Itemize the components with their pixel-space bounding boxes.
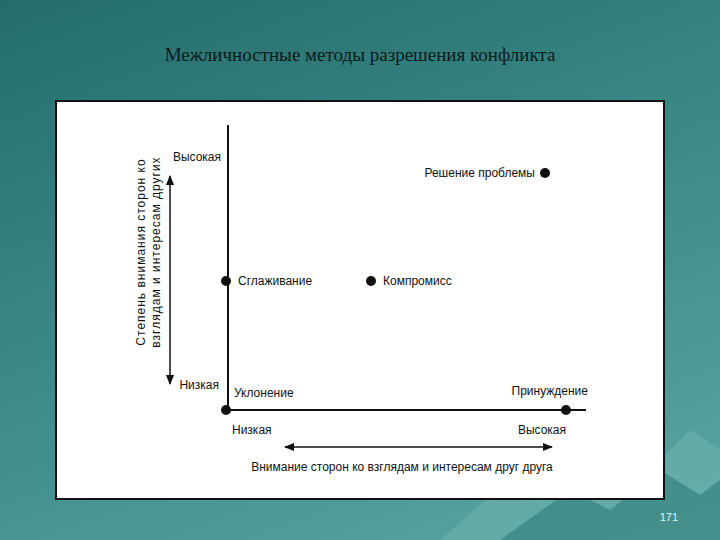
axis-title: Степень внимания сторон ко взглядам и ин…	[134, 127, 164, 377]
method-label: Сглаживание	[238, 274, 312, 288]
method-dot	[221, 276, 231, 286]
axis-level-label: Низкая	[179, 378, 219, 392]
method-dot	[561, 405, 571, 415]
method-dot	[221, 405, 231, 415]
method-dot	[540, 168, 550, 178]
axis-level-label: Высокая	[518, 423, 566, 437]
method-label: Принуждение	[512, 384, 588, 398]
method-label: Компромисс	[383, 274, 452, 288]
chart-panel	[56, 101, 664, 499]
axis-title: Внимание сторон ко взглядам и интересам …	[251, 460, 553, 474]
page-number: 171	[660, 511, 678, 523]
method-label: Уклонение	[234, 386, 294, 400]
axis-level-label: Низкая	[232, 423, 272, 437]
axis-level-label: Высокая	[173, 150, 221, 164]
vertical-axis	[227, 125, 229, 410]
horizontal-axis	[228, 409, 586, 411]
horizontal-axis-arrow	[285, 446, 552, 448]
method-label: Решение проблемы	[424, 166, 535, 180]
slide-title: Межличностные методы разрешения конфликт…	[0, 44, 720, 66]
vertical-axis-arrow	[169, 176, 171, 384]
method-dot	[366, 276, 376, 286]
